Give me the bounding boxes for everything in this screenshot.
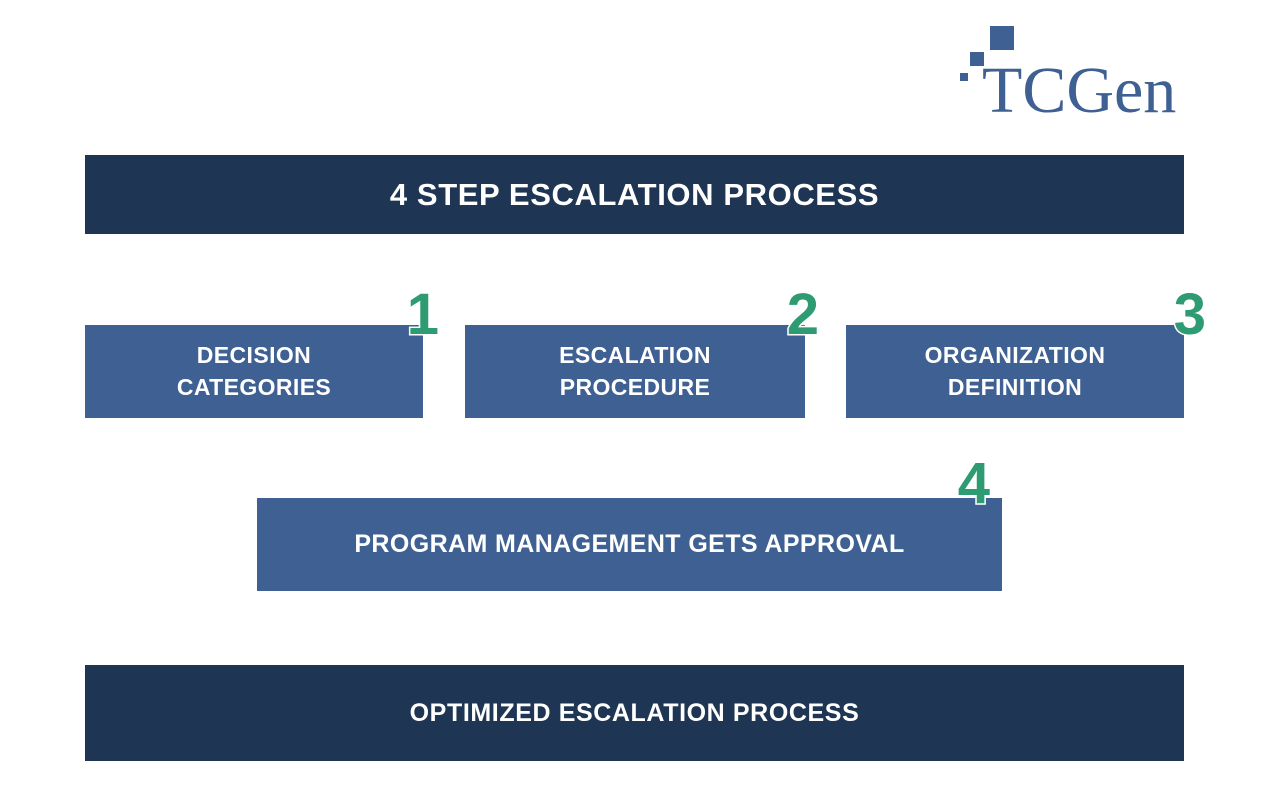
step-box-1-line2: CATEGORIES	[176, 373, 332, 400]
step-box-4-fill: PROGRAM MANAGEMENT GETS APPROVAL	[257, 498, 1002, 591]
step-box-3[interactable]: ORGANIZATION DEFINITION 3	[846, 284, 1208, 418]
step-box-4-line1: PROGRAM MANAGEMENT GETS APPROVAL	[354, 529, 905, 558]
step-box-1[interactable]: DECISION CATEGORIES 1	[85, 284, 441, 418]
step-box-4[interactable]: PROGRAM MANAGEMENT GETS APPROVAL 4	[257, 453, 1002, 591]
step-number-1: 1	[405, 282, 440, 347]
step-box-2-fill: ESCALATION PROCEDURE	[465, 325, 805, 418]
square-large-icon	[990, 26, 1014, 50]
step-box-3-line1: ORGANIZATION	[924, 342, 1106, 369]
step-box-2-label: ESCALATION PROCEDURE	[559, 340, 711, 402]
footer-banner-title: OPTIMIZED ESCALATION PROCESS	[409, 698, 860, 727]
step-box-1-fill: DECISION CATEGORIES	[85, 325, 423, 418]
footer-banner: OPTIMIZED ESCALATION PROCESS	[85, 665, 1184, 761]
step-box-3-label: ORGANIZATION DEFINITION	[925, 340, 1106, 402]
header-banner-title: 4 STEP ESCALATION PROCESS	[389, 176, 880, 212]
logo-squares-icon	[960, 18, 1040, 81]
step-box-1-line1: DECISION	[196, 342, 312, 369]
step-number-3: 3	[1172, 282, 1207, 347]
step-number-2: 2	[785, 282, 820, 347]
step-box-2-line1: ESCALATION	[559, 342, 711, 369]
logo-wordmark: TCGen	[982, 54, 1177, 127]
step-number-4: 4	[956, 451, 991, 516]
square-small-icon	[960, 73, 968, 81]
step-box-3-line2: DEFINITION	[947, 373, 1083, 400]
step-box-2-line2: PROCEDURE	[559, 373, 711, 400]
square-medium-icon	[970, 52, 984, 66]
tcgen-logo: TCGen	[960, 18, 1180, 124]
step-box-1-label: DECISION CATEGORIES	[177, 340, 331, 402]
header-banner: 4 STEP ESCALATION PROCESS	[85, 155, 1184, 234]
step-box-2[interactable]: ESCALATION PROCEDURE 2	[465, 284, 821, 418]
step-box-4-label: PROGRAM MANAGEMENT GETS APPROVAL	[354, 528, 904, 562]
step-box-3-fill: ORGANIZATION DEFINITION	[846, 325, 1184, 418]
